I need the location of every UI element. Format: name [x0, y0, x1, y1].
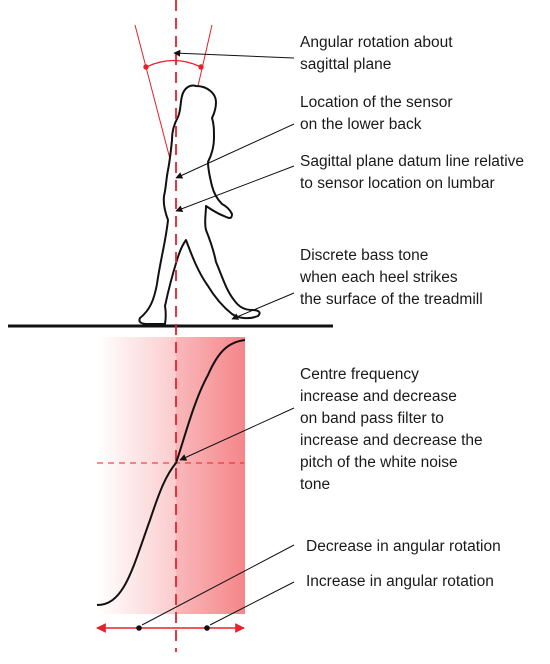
leader-increase: [209, 581, 295, 626]
leader-centre-frequency: [179, 407, 295, 461]
decrease-dot: [136, 625, 142, 631]
leader-decrease: [141, 544, 295, 626]
walking-person-figure: [138, 84, 261, 325]
label-bass-tone: Discrete bass tone when each heel strike…: [299, 247, 483, 308]
rotation-dot-right: [198, 64, 204, 70]
leader-bass-tone: [231, 292, 295, 320]
rotation-dot-left: [143, 64, 149, 70]
frequency-curve: [96, 339, 246, 606]
gradient-panel-left: [97, 337, 176, 614]
label-datum-line: Sagittal plane datum line relative to se…: [300, 153, 528, 192]
increase-dot: [204, 625, 210, 631]
label-angular-rotation: Angular rotation about sagittal plane: [300, 34, 457, 73]
leader-angular-rotation: [173, 49, 295, 59]
label-centre-frequency: Centre frequency increase and decrease o…: [300, 366, 487, 493]
leader-arrows: [141, 49, 295, 626]
label-decrease-rotation: Decrease in angular rotation: [306, 538, 501, 555]
rotation-arc: [145, 59, 202, 68]
leader-datum-line: [175, 165, 295, 213]
leader-sensor-location: [175, 123, 295, 179]
label-sensor-location: Location of the sensor on the lower back: [300, 94, 457, 133]
label-increase-rotation: Increase in angular rotation: [306, 573, 494, 590]
gradient-panel-right: [176, 337, 245, 614]
